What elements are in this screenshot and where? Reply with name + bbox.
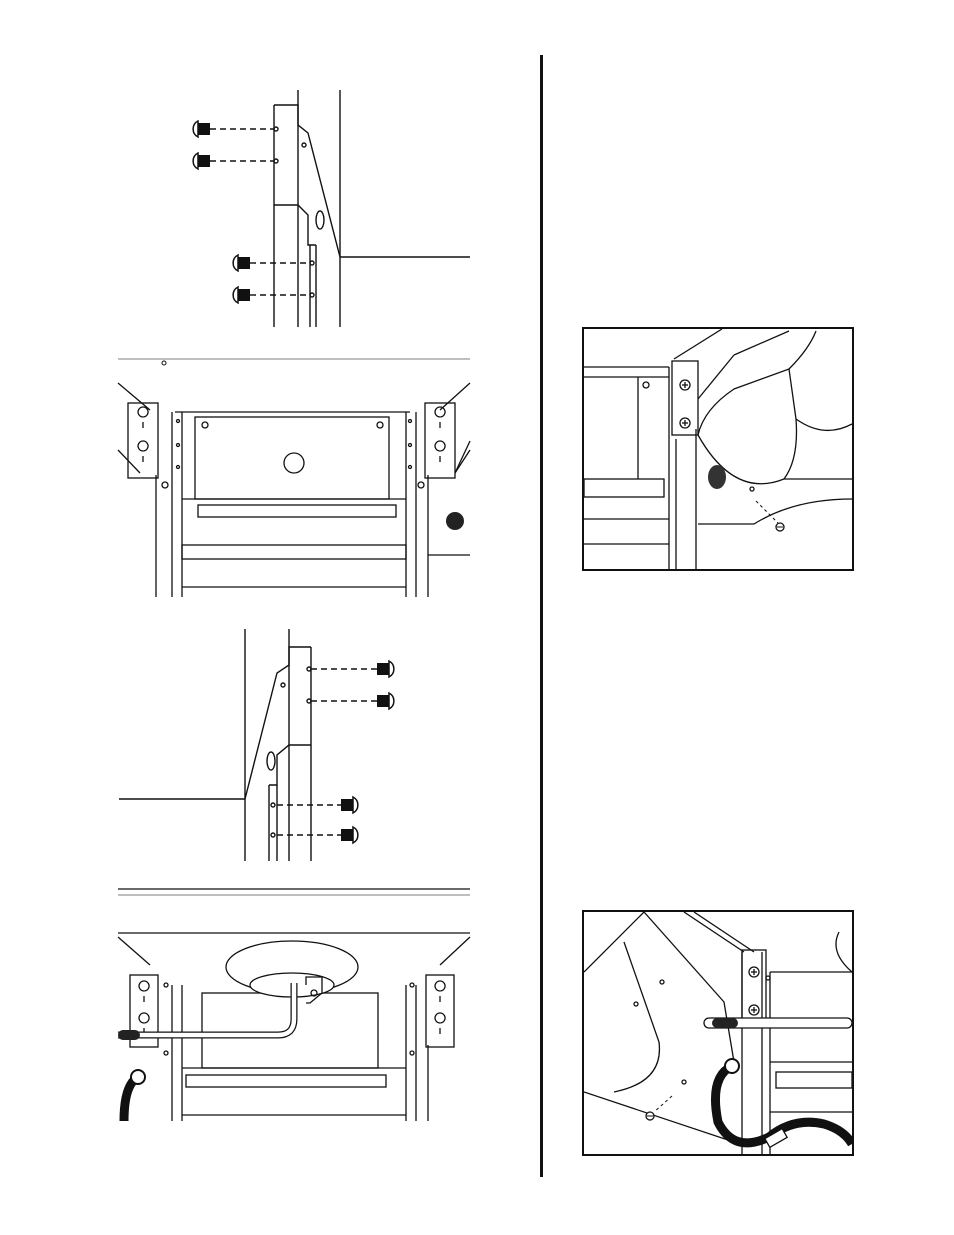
inset-right-bracket-hose-diagram — [584, 912, 852, 1154]
screw-icon — [341, 827, 358, 843]
screw-icon — [193, 121, 210, 137]
screw-icon — [233, 255, 250, 271]
bracket-screws-left-diagram — [170, 85, 480, 335]
inset-left-bracket-diagram — [584, 329, 852, 569]
figure-cart-front-brackets — [110, 355, 475, 600]
figure-cart-front-gas-pipe — [110, 885, 475, 1125]
figure-inset-right-bracket-hose — [582, 910, 854, 1156]
screw-icon — [341, 797, 358, 813]
screw-icon — [646, 1112, 654, 1120]
screw-icon — [193, 153, 210, 169]
knob-icon — [708, 465, 726, 489]
knob-icon — [446, 512, 464, 530]
cart-front-brackets-diagram — [110, 355, 475, 600]
bracket-screws-right-diagram — [115, 625, 415, 865]
screw-icon — [776, 523, 784, 531]
screw-icon — [377, 661, 394, 677]
screw-icon — [233, 287, 250, 303]
cart-front-gas-pipe-diagram — [110, 885, 475, 1125]
column-divider — [540, 55, 543, 1177]
figure-bracket-screws-left — [170, 85, 480, 335]
screw-icon — [377, 693, 394, 709]
figure-bracket-screws-right — [115, 625, 415, 865]
pipe-end-icon — [118, 1030, 140, 1040]
pipe-end-icon — [712, 1018, 738, 1028]
figure-inset-left-bracket — [582, 327, 854, 571]
